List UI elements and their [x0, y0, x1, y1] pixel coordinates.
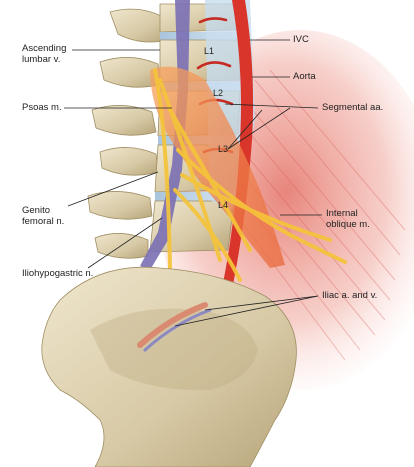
psoas-muscle [150, 66, 285, 269]
label-genitofemoral-nerve: Genito femoral n. [22, 205, 65, 227]
label-ascending-lumbar-vein: Ascending lumbar v. [22, 43, 67, 65]
leader-lines [64, 39, 322, 327]
label-ivc: IVC [293, 34, 309, 45]
inferior-vena-cava [140, 0, 190, 270]
vertebra-label-l1: L1 [204, 46, 215, 56]
lumbar-nerves [153, 68, 347, 282]
label-iliac-artery-and-vein: Iliac a. and v. [322, 290, 378, 301]
vertebra-label-l2: L2 [213, 88, 224, 98]
pelvis-fossa-shadow [90, 308, 258, 391]
label-psoas-muscle: Psoas m. [22, 102, 62, 113]
vertebra-label-l3: L3 [218, 144, 229, 154]
vertebra-label-l4: L4 [218, 200, 229, 210]
label-segmental-arteries: Segmental aa. [322, 102, 384, 113]
pelvis-ilium [41, 266, 297, 467]
iliac-vessels [137, 302, 212, 352]
label-aorta: Aorta [293, 71, 316, 82]
label-iliohypogastric-nerve: Iliohypogastric n. [22, 268, 94, 279]
label-internal-oblique-muscle: Internal oblique m. [326, 208, 370, 230]
aorta [222, 0, 254, 290]
